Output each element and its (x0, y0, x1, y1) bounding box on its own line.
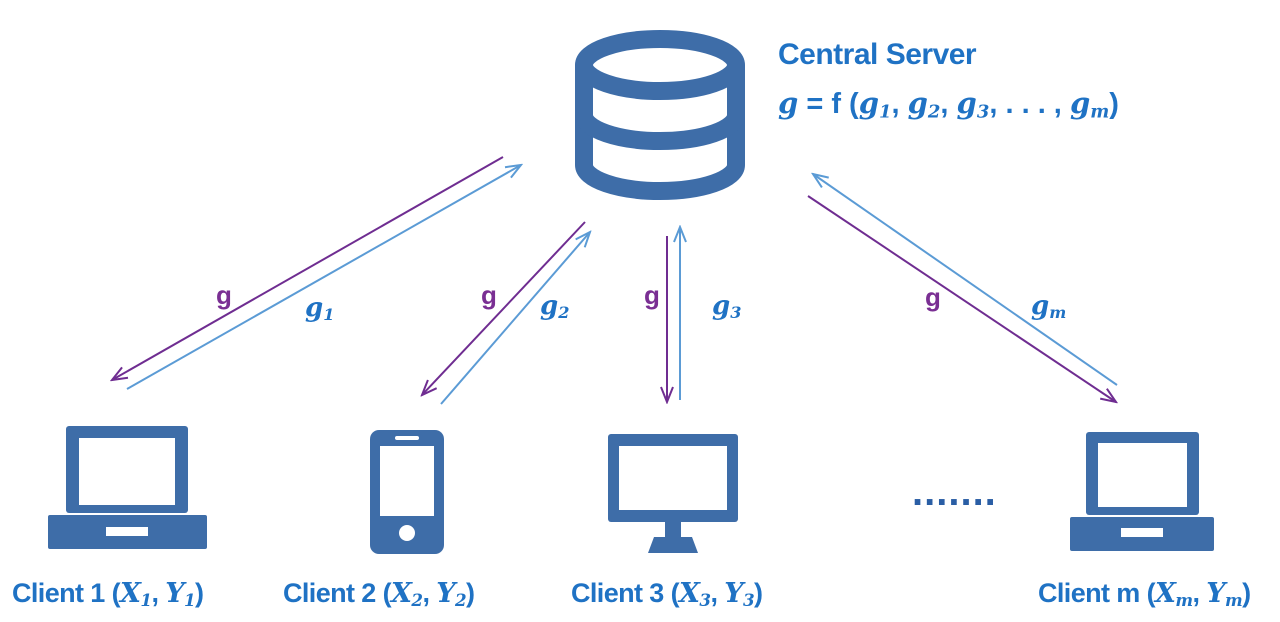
arrow-label-g: g (216, 280, 232, 310)
arrow-label-g: g (644, 280, 660, 310)
smartphone-icon (370, 430, 444, 554)
arrow-up-client-2 (440, 232, 590, 405)
arrow-label-g3: g3 (712, 291, 742, 323)
client-label-3: Client 3 (X3, Y3) (571, 578, 763, 611)
arrow-down-client-2 (422, 221, 586, 395)
arrow-label-gm: gm (1031, 291, 1067, 323)
arrow-down-client-1 (112, 156, 504, 380)
arrow-up-client-m (813, 174, 1118, 386)
laptop-icon (48, 426, 207, 549)
monitor-icon (608, 434, 738, 553)
client-label-1: Client 1 (X1, Y1) (12, 578, 204, 611)
arrow-label-g2: g2 (540, 291, 570, 323)
arrow-down-client-m (807, 195, 1116, 402)
arrow-label-g: g (925, 282, 941, 312)
arrow-up-client-1 (126, 165, 521, 390)
client-label-m: Client m (Xm, Ym) (1038, 578, 1251, 611)
laptop-icon (1070, 432, 1214, 551)
arrow-label-g: g (481, 280, 497, 310)
server-title: Central Server (778, 38, 977, 71)
arrow-label-g1: g1 (305, 293, 335, 325)
more-clients-ellipsis: ....... (912, 470, 997, 514)
database-icon (575, 30, 745, 200)
arrows (112, 156, 1118, 405)
aggregation-formula: g = f (g1, g2, g3, . . . , gm) (778, 86, 1119, 123)
client-label-2: Client 2 (X2, Y2) (283, 578, 475, 611)
